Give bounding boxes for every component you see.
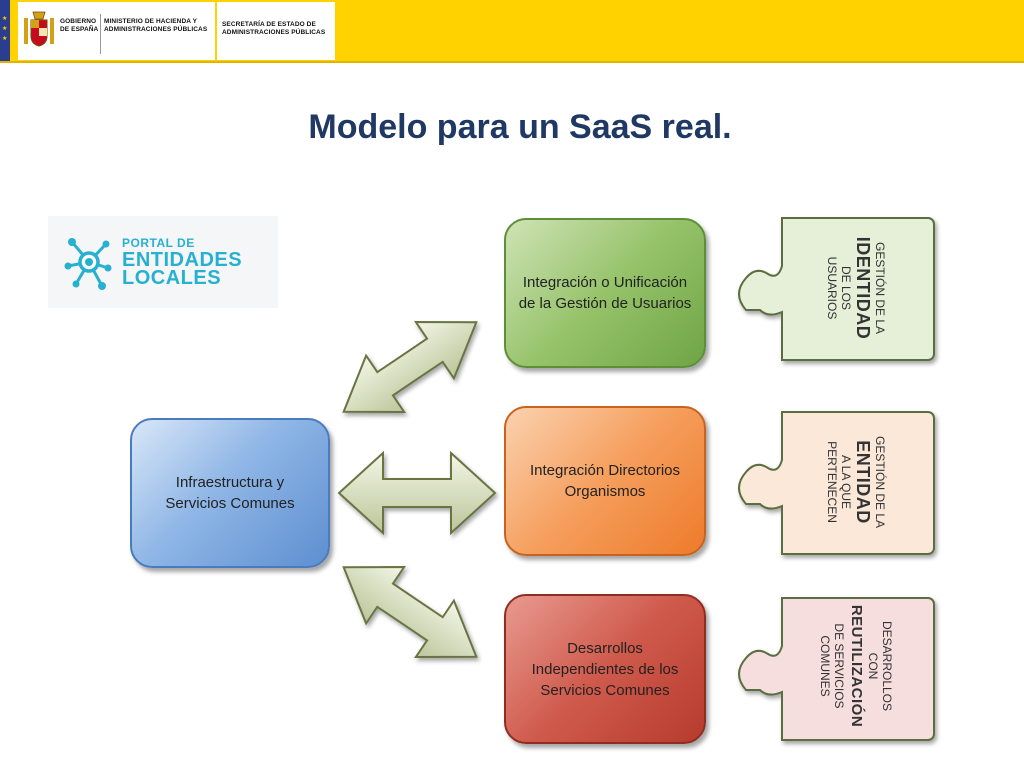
box-desarrollos: Desarrollos Independientes de los Servic… xyxy=(504,594,706,744)
piece2-line1: GESTIÓN DE LA xyxy=(873,435,887,529)
box-infraestructura: Infraestructura y Servicios Comunes xyxy=(130,418,330,568)
piece2-keyword: ENTIDAD xyxy=(853,440,873,524)
double-arrow-lower xyxy=(342,566,478,658)
puzzle-piece-reutilizacion xyxy=(738,597,935,741)
logo-line-1: PORTAL DE xyxy=(122,236,195,250)
page-title: Modelo para un SaaS real. xyxy=(308,108,732,146)
piece2-line3: PERTENECEN xyxy=(825,441,839,523)
piece3-line0: CON xyxy=(866,652,880,680)
logo-line-3: LOCALES xyxy=(122,267,222,289)
flag-stripe: ★★★ xyxy=(0,0,10,62)
gobierno-text: GOBIERNO DE ESPAÑA xyxy=(60,18,99,33)
double-arrow-middle xyxy=(337,450,497,536)
secretaria-text: SECRETARÍA DE ESTADO DE ADMINISTRACIONES… xyxy=(222,21,326,36)
piece-reutilizacion-text: DESARROLLOS CON REUTILIZACIÓN DE SERVICI… xyxy=(796,604,916,728)
puzzle-piece-identidad xyxy=(738,217,935,361)
box-gestion-usuarios: Integración o Unificación de la Gestión … xyxy=(504,218,706,368)
double-arrow-upper xyxy=(342,321,478,413)
piece-identidad-text: GESTIÓN DE LA IDENTIDAD DE LOS USUARIOS xyxy=(796,226,916,350)
logo-line-2: ENTIDADES xyxy=(122,249,243,271)
piece3-line3: COMUNES xyxy=(818,635,832,697)
eu-stars-icon: ★★★ xyxy=(2,16,8,42)
piece1-line3: USUARIOS xyxy=(825,256,839,320)
header-underline xyxy=(0,61,1024,63)
header-divider xyxy=(100,14,101,54)
puzzle-piece-entidad xyxy=(738,411,935,555)
box-directorios: Integración Directorios Organismos xyxy=(504,406,706,556)
piece3-line1: DESARROLLOS xyxy=(880,620,894,712)
network-hub-icon xyxy=(64,238,112,290)
ministerio-text: MINISTERIO DE HACIENDA Y ADMINISTRACIONE… xyxy=(104,18,208,33)
piece3-line2: DE SERVICIOS xyxy=(832,623,846,709)
piece2-line2: A LA QUE xyxy=(839,454,853,510)
piece1-line1: GESTIÓN DE LA xyxy=(873,241,887,335)
piece1-line2: DE LOS xyxy=(839,265,853,310)
piece1-keyword: IDENTIDAD xyxy=(853,236,873,340)
coat-of-arms-icon xyxy=(24,11,54,47)
piece3-keyword: REUTILIZACIÓN xyxy=(848,604,865,728)
header-secretaria-panel xyxy=(217,2,335,60)
piece-entidad-text: GESTIÓN DE LA ENTIDAD A LA QUE PERTENECE… xyxy=(796,420,916,544)
eu-flag-icon xyxy=(0,0,10,62)
